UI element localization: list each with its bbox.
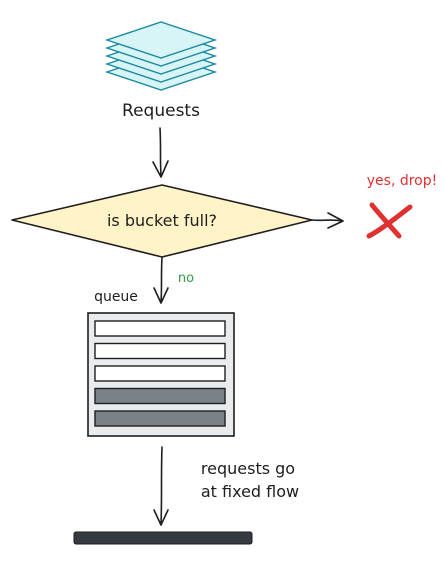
arrow-decision-to-queue	[153, 257, 169, 304]
queue-slot-empty	[94, 365, 226, 382]
queue-slot-filled	[94, 387, 226, 405]
queue-slot-filled	[94, 410, 226, 427]
no-label: no	[178, 271, 194, 286]
flow-label-line2: at fixed flow	[201, 482, 299, 501]
requests-label: Requests	[122, 101, 200, 121]
output-bar	[73, 531, 253, 545]
arrow-decision-to-drop	[311, 212, 344, 229]
x-cross-icon	[366, 202, 413, 239]
stacked-layers-icon	[104, 21, 218, 91]
queue-container	[87, 312, 235, 437]
flow-label-line1: requests go	[201, 459, 295, 478]
drop-label: yes, drop!	[367, 173, 438, 189]
queue-label: queue	[94, 289, 138, 305]
queue-slots	[94, 320, 226, 427]
queue-slot-empty	[94, 320, 226, 337]
arrow-queue-to-output	[153, 446, 169, 526]
arrow-requests-to-decision	[152, 127, 169, 178]
decision-label: is bucket full?	[107, 211, 217, 230]
queue-slot-empty	[94, 342, 226, 360]
